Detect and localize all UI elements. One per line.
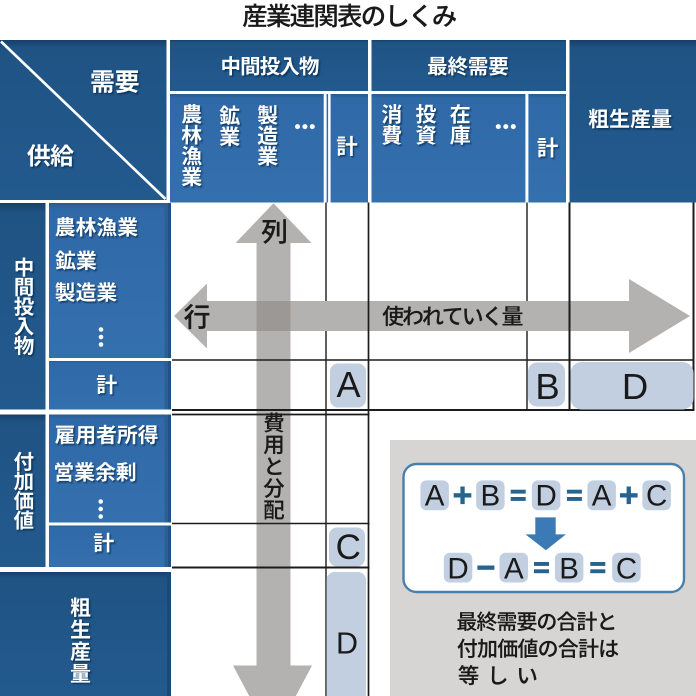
svg-text:A: A xyxy=(592,480,612,513)
svg-text:D: D xyxy=(447,552,468,585)
svg-text:A: A xyxy=(336,364,360,405)
svg-text:B: B xyxy=(559,552,579,585)
svg-text:A: A xyxy=(425,480,445,513)
svg-text:D: D xyxy=(535,480,556,513)
svg-text:B: B xyxy=(535,366,559,407)
svg-text:C: C xyxy=(616,552,637,585)
svg-text:C: C xyxy=(646,480,667,513)
svg-text:B: B xyxy=(481,480,501,513)
svg-text:D: D xyxy=(336,626,358,660)
svg-text:D: D xyxy=(622,366,648,407)
svg-text:A: A xyxy=(504,552,524,585)
svg-text:C: C xyxy=(336,528,361,567)
